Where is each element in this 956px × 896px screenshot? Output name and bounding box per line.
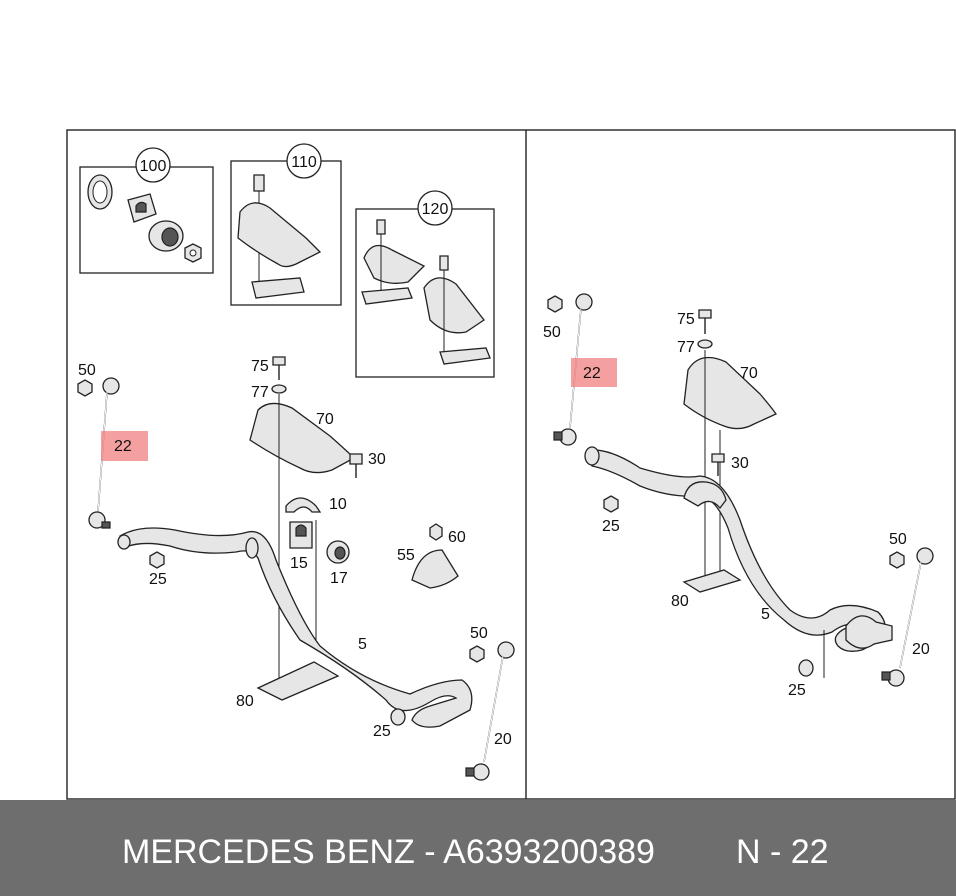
highlight-22-right (571, 358, 617, 387)
label-right-50b: 50 (889, 531, 907, 548)
detail-box-110: 110 (230, 143, 342, 306)
label-left-17: 17 (330, 570, 348, 587)
detail-box-120: 120 (355, 190, 495, 378)
label-left-10: 10 (329, 496, 347, 513)
callout-120: 120 (422, 201, 449, 218)
footer-bar: MERCEDES BENZ - A6393200389 N - 22 (0, 800, 956, 896)
label-left-77: 77 (251, 384, 269, 401)
label-left-50b: 50 (470, 625, 488, 642)
label-right-30: 30 (731, 455, 749, 472)
label-right-75: 75 (677, 311, 695, 328)
label-right-70: 70 (740, 365, 758, 382)
left-panel: 50 22 25 75 77 70 30 10 15 17 60 55 5 50… (77, 356, 515, 781)
highlight-22-left (101, 431, 148, 461)
label-left-30: 30 (368, 451, 386, 468)
label-right-22: 22 (583, 365, 601, 382)
callout-110: 110 (291, 154, 317, 171)
callout-100: 100 (140, 158, 167, 175)
label-left-15: 15 (290, 555, 308, 572)
label-right-20: 20 (912, 641, 930, 658)
label-left-75: 75 (251, 358, 269, 375)
right-panel: 50 22 75 77 70 30 25 80 5 50 20 25 (543, 293, 934, 699)
label-left-22: 22 (114, 438, 132, 455)
footer-reference: N - 22 (736, 833, 829, 871)
label-right-25b: 25 (788, 682, 806, 699)
label-left-25a: 25 (149, 571, 167, 588)
label-left-50a: 50 (78, 362, 96, 379)
label-left-60: 60 (448, 529, 466, 546)
label-right-50a: 50 (543, 324, 561, 341)
label-left-5: 5 (358, 636, 367, 653)
label-right-77: 77 (677, 339, 695, 356)
label-left-55: 55 (397, 547, 415, 564)
label-right-5: 5 (761, 606, 770, 623)
label-right-80: 80 (671, 593, 689, 610)
label-left-80: 80 (236, 693, 254, 710)
label-left-20: 20 (494, 731, 512, 748)
label-right-25a: 25 (602, 518, 620, 535)
diagram-frame (66, 129, 956, 800)
label-left-25b: 25 (373, 723, 391, 740)
footer-part-number: MERCEDES BENZ - A6393200389 (122, 833, 655, 871)
parts-diagram: 100 110 120 (66, 129, 956, 800)
label-left-70: 70 (316, 411, 334, 428)
detail-box-100: 100 (79, 147, 214, 274)
